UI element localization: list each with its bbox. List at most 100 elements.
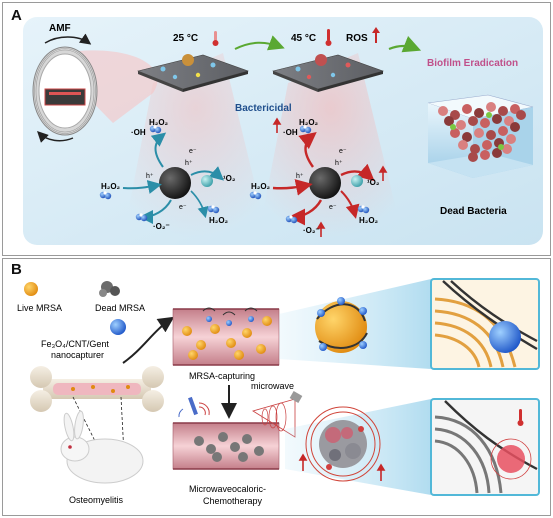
dead-mrsa [218, 432, 228, 442]
dead-bacterium [486, 130, 496, 140]
bone-zoom-line-right [120, 396, 126, 474]
live-mrsa [210, 324, 220, 334]
arrow-h2o2-in-left [122, 180, 162, 194]
ros-up-arrow-icon [372, 27, 380, 43]
dead-bacterium [470, 144, 480, 154]
amf-coil [32, 46, 98, 136]
vessel-bottom-dead-bacteria [194, 432, 264, 462]
dead-bacterium [486, 102, 496, 112]
molecule-atom-h [153, 125, 157, 129]
nanocapturer [226, 320, 232, 326]
bacterium-fragment [450, 124, 456, 130]
arrow-h2o2-out-left [190, 190, 209, 219]
right-o2-singlet: ¹O₂ [367, 178, 380, 187]
dead-bacterium [474, 128, 484, 138]
nanocapturer-label-1: Fe₃O₄/CNT/Gent [41, 339, 109, 349]
right-h2o2-left: H₂O₂ [251, 182, 271, 191]
therapy-label-2: Chemotherapy [203, 496, 263, 506]
dead-mrsa [254, 446, 264, 456]
molecule-atom [362, 206, 370, 214]
catalytic-cycle-45c [272, 117, 388, 237]
nanocapturer-tube [222, 311, 236, 316]
dead-bacterium [458, 140, 468, 150]
zoom-frame-therapy [430, 398, 540, 496]
left-e-top: e⁻ [189, 148, 197, 155]
dead-mrsa [194, 436, 204, 446]
dead-mrsa [212, 452, 222, 462]
left-e-bottom: e⁻ [179, 204, 187, 211]
live-mrsa [256, 344, 266, 354]
nanocapturer [248, 316, 254, 322]
heat-glow-right [258, 53, 403, 238]
left-o2-super: ·O₂⁻ [153, 222, 170, 231]
right-h-left: h⁺ [296, 173, 304, 180]
left-oh: ·OH [131, 128, 146, 137]
live-mrsa [196, 340, 206, 350]
ros-label: ROS [346, 33, 368, 44]
right-h2o2-top: H₂O₂ [299, 118, 319, 127]
dead-bacterium [498, 126, 508, 136]
live-mrsa-label: Live MRSA [17, 303, 62, 313]
arrow-h2o2-in-right [272, 179, 313, 196]
temp-low-label: 25 °C [173, 33, 198, 44]
thermometer-therapy-icon [517, 409, 524, 426]
dead-bacterium [480, 150, 490, 160]
right-h2o2-right: H₂O₂ [359, 216, 379, 225]
panel-b: Live MRSA Dead MRSA Fe₃O₄/CNT/Gent nanoc… [2, 258, 551, 516]
molecule-atom-h [289, 215, 293, 219]
molecule-atom-h [361, 205, 365, 209]
vessel-top-bacteria [182, 307, 272, 360]
right-o2-super: ·O₂⁻ [303, 226, 320, 235]
amf-label: AMF [49, 23, 71, 34]
right-e-bottom: e⁻ [329, 204, 337, 211]
biofilm-eradication-label: Biofilm Eradication [427, 58, 518, 69]
dead-bacteria-label: Dead Bacteria [440, 206, 507, 217]
live-mrsa [242, 328, 252, 338]
dead-bacterium [482, 140, 492, 150]
rabbit-illustration [60, 410, 144, 484]
panel-b-letter: B [11, 261, 22, 278]
nanoparticle-core-right [309, 167, 341, 199]
vessel-therapy [172, 422, 280, 470]
arrow-oh-left [150, 132, 167, 168]
left-h2o2-left: H₂O₂ [101, 182, 121, 191]
dead-mrsa [238, 452, 248, 462]
left-h2o2-right: H₂O₂ [209, 216, 229, 225]
plate-25c [137, 54, 249, 92]
left-h-top: h⁺ [185, 160, 193, 167]
ros-increase-arrows [272, 117, 388, 237]
plate-45c [272, 54, 384, 92]
live-mrsa [182, 326, 192, 336]
dead-bacterium [462, 132, 472, 142]
molecule-atom-h [303, 125, 307, 129]
bacterium-fragment [498, 144, 504, 150]
green-arrow-1 [234, 35, 285, 51]
singlet-oxygen-sphere [351, 175, 363, 187]
live-mrsa [188, 350, 198, 360]
nanocapturer-label-2: nanocapturer [51, 350, 104, 360]
molecules-left [99, 125, 220, 222]
temp-high-label: 45 °C [291, 33, 316, 44]
right-h-top: h⁺ [335, 160, 343, 167]
thermometer-low-icon [212, 31, 219, 46]
dead-bacterium [450, 128, 460, 138]
dead-bacterium [444, 116, 454, 126]
arrow-o2-left [190, 166, 225, 181]
bacterium-fragment [486, 112, 492, 118]
bone-illustration [30, 366, 164, 412]
molecule-atom-h [139, 213, 143, 217]
left-o2-singlet: ¹O₂ [223, 174, 236, 183]
dead-mrsa [206, 444, 216, 454]
molecules-right [249, 125, 370, 224]
catalytic-cycle-25c [122, 132, 225, 224]
panel-b-canvas: Live MRSA Dead MRSA Fe₃O₄/CNT/Gent nanoc… [17, 278, 540, 506]
dead-bacterium [468, 116, 478, 126]
microwave-antenna-icon [252, 391, 303, 438]
molecule-atom [290, 216, 298, 224]
panel-a: AMF 25 °C 45 °C [2, 2, 551, 256]
nanocapturer-tube [244, 307, 258, 312]
left-h-left: h⁺ [146, 173, 154, 180]
disrupted-mrsa-sphere [305, 406, 381, 482]
molecule-atom-h [211, 205, 215, 209]
heat-up-arrows [298, 453, 386, 481]
